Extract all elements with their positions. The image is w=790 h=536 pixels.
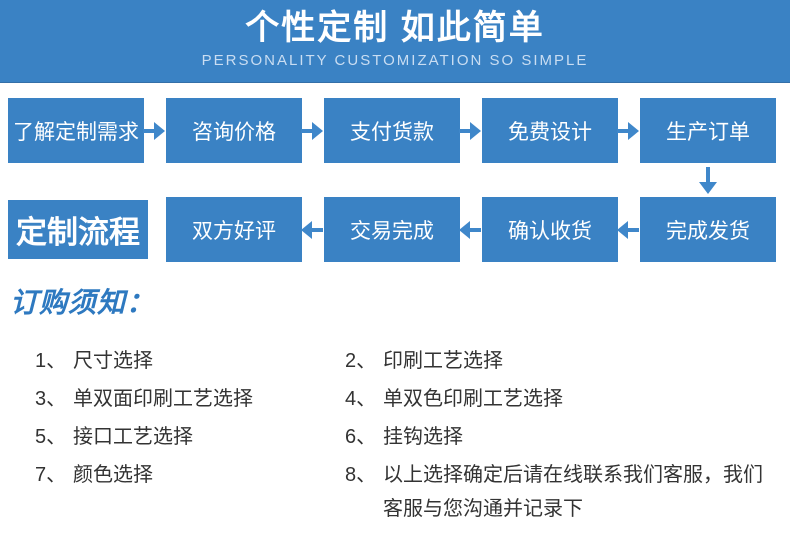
list-item-text: 挂钩选择: [383, 426, 463, 448]
list-item-text: 尺寸选择: [73, 350, 153, 372]
list-item-number: 7、: [35, 464, 67, 486]
list-item: 5、 接口工艺选择: [35, 420, 335, 456]
notice-list-right: 2、 印刷工艺选择 4、 单双色印刷工艺选择 6、 挂钩选择 8、 以上选择确定…: [345, 344, 779, 528]
list-item-text: 单双面印刷工艺选择: [73, 388, 253, 410]
arrow-left-icon: [617, 221, 639, 239]
list-item-number: 5、: [35, 426, 67, 448]
arrow-down-icon: [699, 167, 717, 195]
list-item-text: 以上选择确定后请在线联系我们客服，我们客服与您沟通并记录下: [383, 464, 763, 520]
list-item-number: 3、: [35, 388, 67, 410]
list-item: 2、 印刷工艺选择: [345, 344, 779, 380]
arrow-right-icon: [459, 122, 481, 140]
arrow-right-icon: [617, 122, 639, 140]
arrow-right-icon: [143, 122, 165, 140]
list-item: 1、 尺寸选择: [35, 344, 335, 380]
list-item-number: 2、: [345, 350, 377, 372]
flow-step-free-design: 免费设计: [482, 98, 618, 163]
banner-subtitle: PERSONALITY CUSTOMIZATION SO SIMPLE: [201, 52, 589, 70]
flow-process-label: 定制流程: [8, 200, 148, 259]
list-item-number: 6、: [345, 426, 377, 448]
flow-step-production-order: 生产订单: [640, 98, 776, 163]
list-item: 4、 单双色印刷工艺选择: [345, 382, 779, 418]
flow-step-understand-needs: 了解定制需求: [8, 98, 144, 163]
flow-step-mutual-praise: 双方好评: [166, 197, 302, 262]
flow-step-ask-price: 咨询价格: [166, 98, 302, 163]
list-item-number: 4、: [345, 388, 377, 410]
arrow-left-icon: [459, 221, 481, 239]
arrow-left-icon: [301, 221, 323, 239]
flow-step-deal-complete: 交易完成: [324, 197, 460, 262]
arrow-right-icon: [301, 122, 323, 140]
list-item-number: 1、: [35, 350, 67, 372]
list-item-text: 颜色选择: [73, 464, 153, 486]
flow-step-pay: 支付货款: [324, 98, 460, 163]
notice-list-left: 1、 尺寸选择 3、 单双面印刷工艺选择 5、 接口工艺选择 7、 颜色选择: [35, 344, 335, 496]
order-notice-heading: 订购须知：: [10, 287, 156, 318]
list-item-text: 印刷工艺选择: [383, 350, 503, 372]
flow-step-confirm-receipt: 确认收货: [482, 197, 618, 262]
list-item-text: 接口工艺选择: [73, 426, 193, 448]
list-item-text: 单双色印刷工艺选择: [383, 388, 563, 410]
list-item: 8、 以上选择确定后请在线联系我们客服，我们客服与您沟通并记录下: [345, 458, 779, 526]
flow-step-shipping-done: 完成发货: [640, 197, 776, 262]
list-item: 3、 单双面印刷工艺选择: [35, 382, 335, 418]
banner-title: 个性定制 如此简单: [245, 9, 545, 47]
list-item-number: 8、: [345, 464, 377, 486]
list-item: 7、 颜色选择: [35, 458, 335, 494]
header-banner: 个性定制 如此简单 PERSONALITY CUSTOMIZATION SO S…: [0, 0, 790, 83]
list-item: 6、 挂钩选择: [345, 420, 779, 456]
